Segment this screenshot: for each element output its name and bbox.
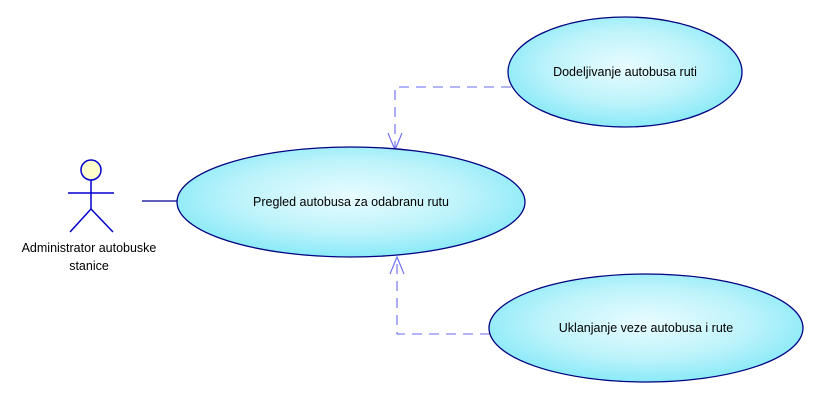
use-case-top-ellipse	[507, 16, 743, 128]
use-case-main-ellipse	[176, 146, 526, 258]
actor-label-line1: Administrator autobuske	[22, 241, 157, 255]
arrowhead-bottom-icon	[389, 255, 405, 275]
use-case-main[interactable]: Pregled autobusa za odabranu rutu	[176, 146, 526, 258]
dependency-line-top[interactable]	[394, 86, 511, 150]
use-case-top-label: Dodeljivanje autobusa ruti	[553, 65, 697, 79]
dependency-line-bottom[interactable]	[396, 257, 490, 335]
use-case-bottom[interactable]: Uklanjanje veze autobusa i rute	[488, 273, 804, 383]
actor-label-line2: stanice	[69, 259, 109, 273]
use-case-top[interactable]: Dodeljivanje autobusa ruti	[507, 16, 743, 128]
use-case-bottom-label: Uklanjanje veze autobusa i rute	[559, 321, 733, 335]
actor[interactable]: Administrator autobuske stanice	[22, 159, 157, 273]
use-case-main-label: Pregled autobusa za odabranu rutu	[253, 195, 449, 209]
use-case-bottom-ellipse	[488, 273, 804, 383]
actor-figure-icon	[68, 159, 114, 233]
